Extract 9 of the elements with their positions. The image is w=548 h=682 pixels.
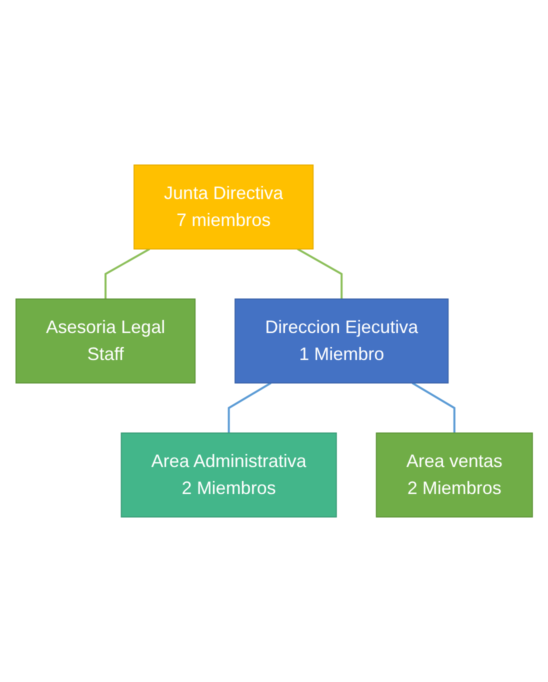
node-box: Area Administrativa 2 Miembros — [120, 432, 337, 518]
node-box: Area ventas 2 Miembros — [376, 432, 533, 518]
node-box: Asesoria Legal Staff — [15, 298, 196, 384]
connector — [412, 382, 456, 433]
connector — [228, 382, 272, 433]
connector — [296, 248, 342, 299]
connector — [104, 248, 150, 299]
node-box: Direccion Ejecutiva 1 Miembro — [234, 298, 448, 384]
node-box: Junta Directiva 7 miembros — [133, 164, 314, 250]
